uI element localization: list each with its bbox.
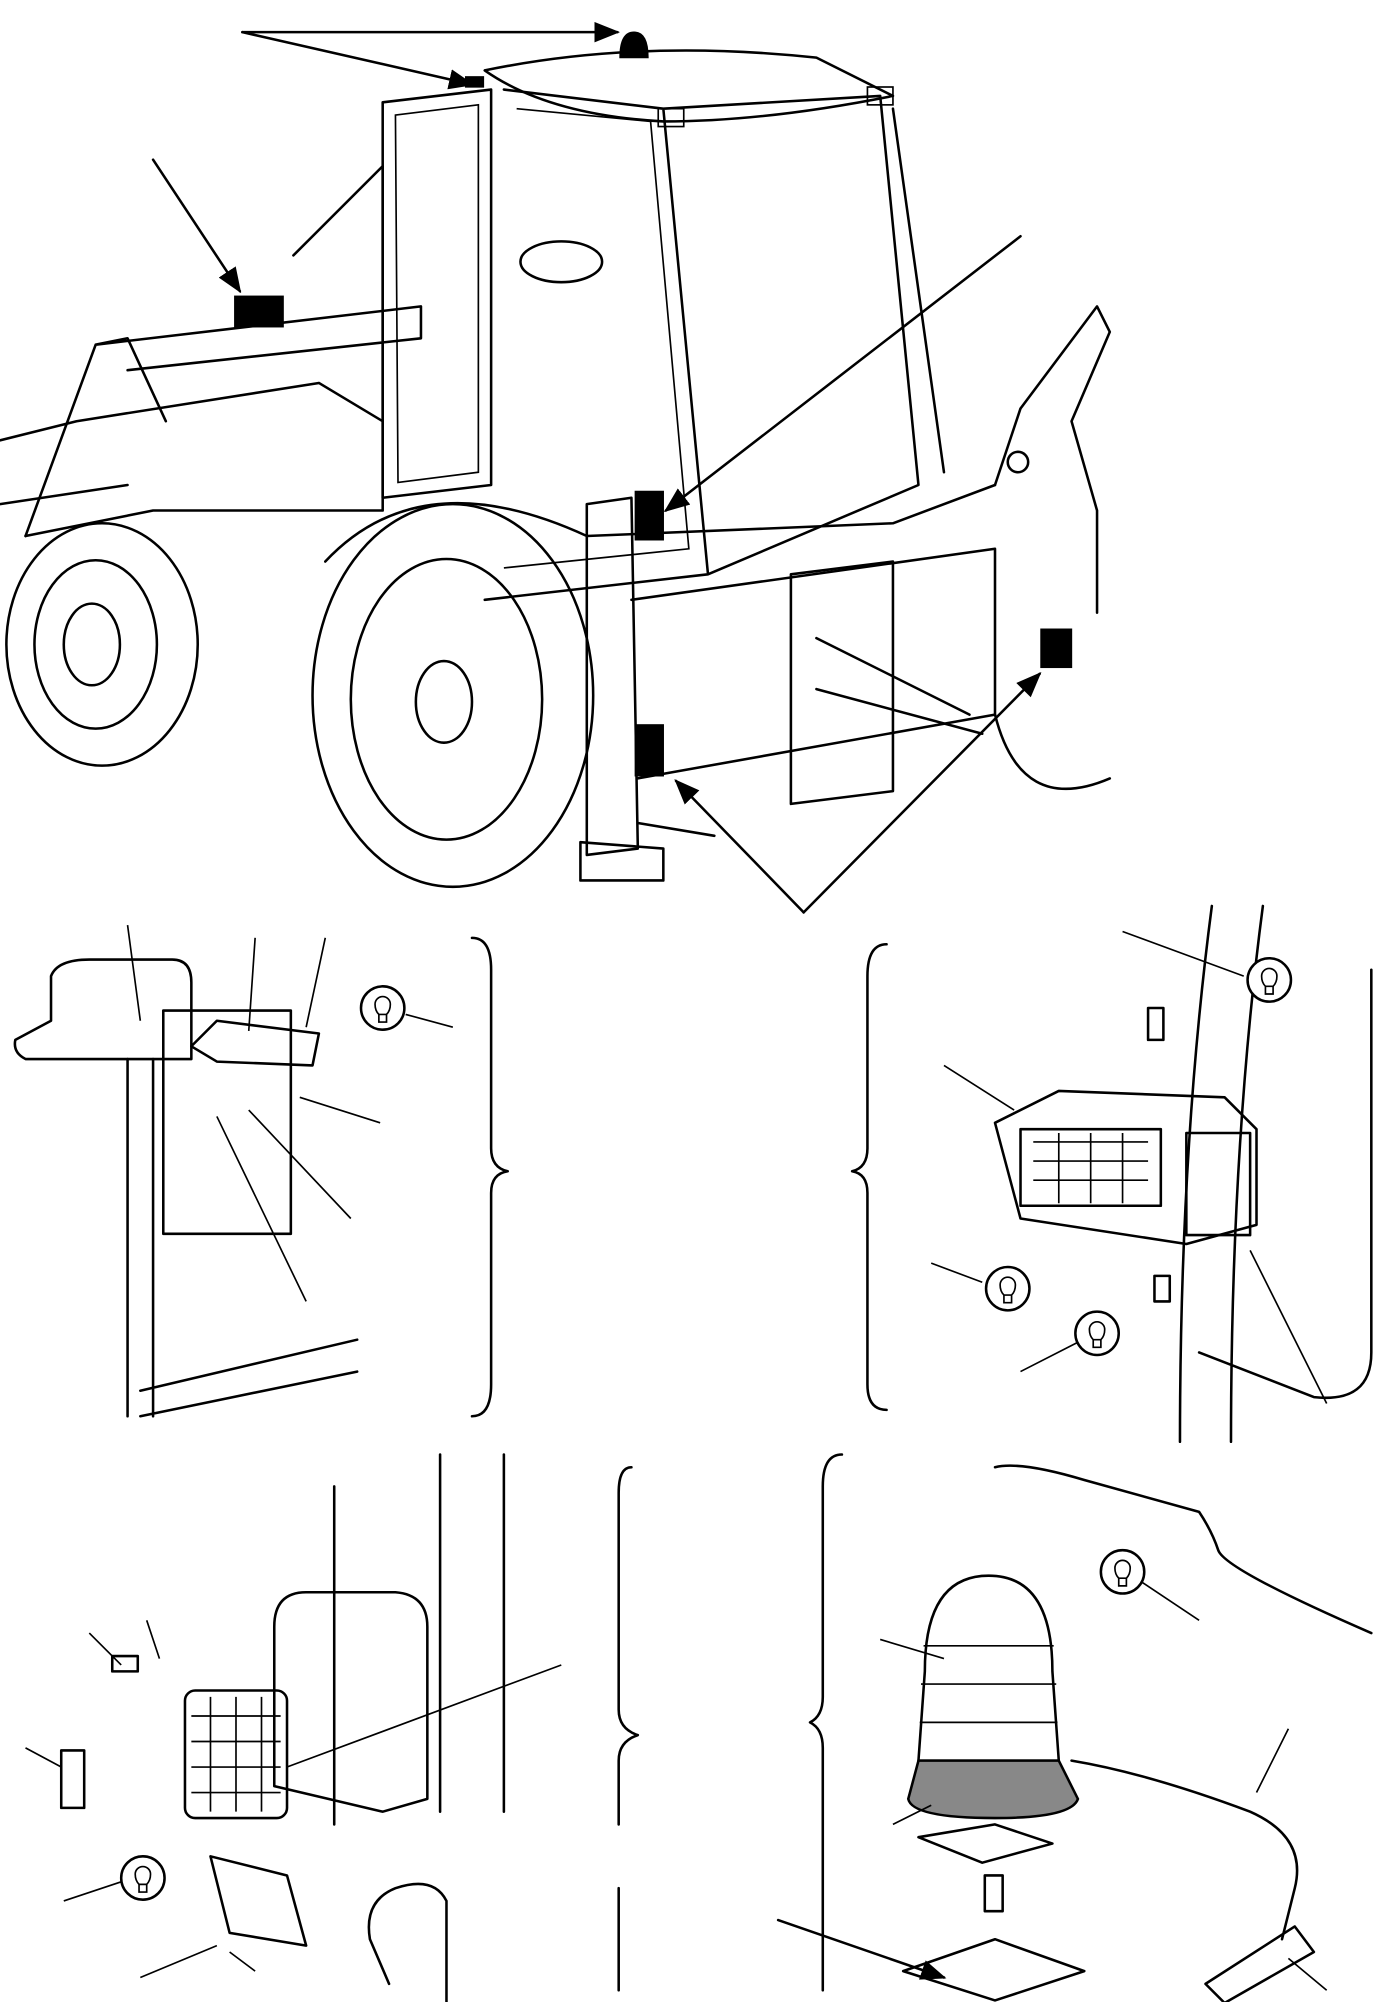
roof-socket	[464, 76, 485, 88]
nut	[1153, 1274, 1172, 1303]
coiled-cable	[1070, 1759, 1299, 1941]
bulb-icon	[1074, 1310, 1121, 1357]
front-work-lamp-marker	[234, 295, 284, 328]
mounting-base	[901, 1937, 1086, 2002]
callout-arrow	[151, 158, 242, 294]
brace	[470, 936, 509, 1418]
rear-light-marker-1	[634, 490, 664, 541]
callout-arrow	[802, 671, 1042, 914]
steering-wheel	[519, 240, 604, 284]
detail-cab-work-light	[850, 904, 1373, 1444]
rear-light-marker-2	[634, 724, 664, 777]
cab-windows	[394, 103, 690, 569]
beacon-lamp-marker	[619, 31, 649, 59]
rear-post	[292, 164, 384, 423]
reflector	[209, 1855, 308, 1947]
loader-arm	[24, 305, 423, 538]
detail-rear-lights	[25, 1453, 640, 2002]
brace	[808, 1453, 844, 1992]
brace	[850, 942, 888, 1412]
rear-lamp	[183, 1689, 289, 1820]
brace	[617, 1465, 640, 1992]
power-plug	[1204, 1925, 1316, 2002]
callout-arrow	[241, 30, 475, 90]
beacon-base	[906, 1759, 1080, 1820]
front-wheel	[5, 521, 199, 767]
detail-rotating-beacon	[776, 1453, 1373, 2002]
screw	[110, 1654, 140, 1673]
backhoe-arm	[993, 305, 1112, 791]
mounting-gasket	[917, 1823, 1054, 1864]
rear-wheel	[311, 483, 997, 889]
backhoe-loader-illustration	[0, 31, 1112, 889]
stabilizer-foot	[579, 821, 716, 882]
cab-lamp-right	[866, 86, 894, 106]
brace-top	[993, 1464, 1373, 1635]
work-lamp	[190, 1019, 321, 1067]
rear-light-marker-3	[1040, 628, 1073, 669]
hood	[0, 381, 384, 538]
callout-arrow	[663, 234, 1022, 513]
side-lamp	[1185, 1131, 1252, 1237]
bulb-icon	[119, 1855, 166, 1901]
light-bracket	[272, 1590, 429, 1813]
work-light-housing	[993, 1089, 1258, 1246]
bulb-icon	[984, 1265, 1031, 1312]
rear-chassis	[585, 496, 997, 857]
callout-arrow	[674, 779, 805, 914]
beacon-dome	[917, 1574, 1061, 1762]
backhoe-mount	[789, 560, 984, 806]
callout-arrow	[776, 1918, 947, 1980]
cab-frame	[381, 88, 946, 602]
mount-bolt	[983, 1874, 1004, 1913]
bulb-icon	[1099, 1548, 1146, 1595]
cab-lamp-left	[657, 107, 685, 128]
detail-pillar-work-lamp	[13, 924, 509, 1418]
fuse-bulb	[59, 1749, 86, 1810]
bolt	[1146, 1006, 1165, 1042]
mounting-plate	[162, 1009, 293, 1236]
callout-arrows	[151, 21, 1042, 914]
bulb-icon	[1246, 956, 1293, 1003]
bulb-icon	[359, 985, 406, 1031]
